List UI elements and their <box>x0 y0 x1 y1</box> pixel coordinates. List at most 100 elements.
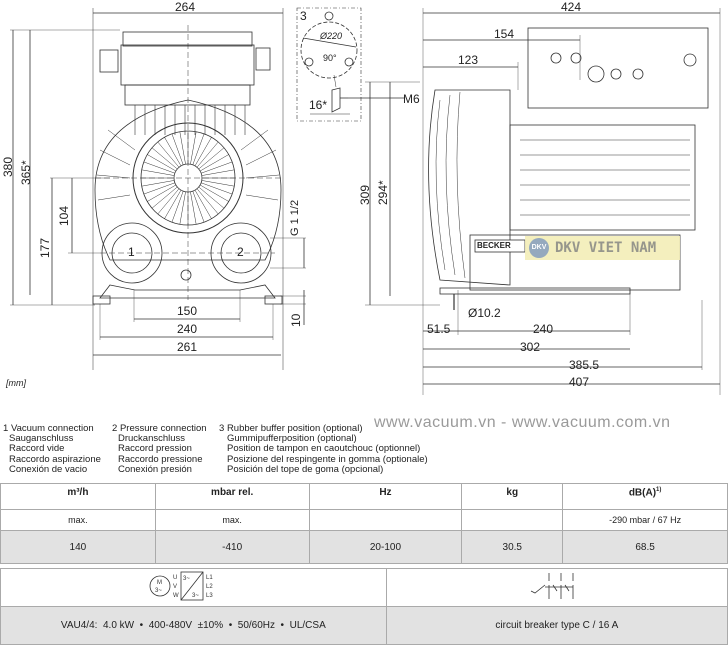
motor-phase: 3~ <box>155 588 162 594</box>
sub-weight <box>461 509 564 531</box>
legend-line: Raccordo pressione <box>118 453 203 465</box>
fan-spoke <box>196 141 219 168</box>
thread-g112: G 1 1/2 <box>289 199 301 236</box>
fan-spoke <box>151 147 178 170</box>
legend-line: Posizione del respingente in gomma (opti… <box>227 453 428 465</box>
spec-table: m³/h mbar rel. Hz kg dB(A)1) max. max. -… <box>0 483 728 564</box>
dim-123: 123 <box>458 53 479 67</box>
fan-spoke <box>199 184 229 202</box>
dkv-logo: DKV DKV VIET NAM <box>525 236 680 260</box>
header-noise: dB(A)1) <box>562 483 728 510</box>
fan-spoke <box>190 131 197 165</box>
legend-line: Pressure connection <box>119 423 207 434</box>
spec-subheader-row: max. max. -290 mbar / 67 Hz <box>0 509 728 531</box>
sub-frequency <box>308 509 463 531</box>
fan-spoke <box>147 184 177 202</box>
dim-302: 302 <box>520 340 541 354</box>
terminal-l1: L1 <box>206 575 213 581</box>
legend-line: Conexión presión <box>118 463 192 475</box>
dim-d10-2: Ø10.2 <box>468 306 501 320</box>
unit-label: [mm] <box>6 378 26 388</box>
dim-104: 104 <box>57 205 71 226</box>
fan-spoke <box>171 191 184 223</box>
footnote-marker: 1) <box>656 487 662 493</box>
legend-line: Druckanschluss <box>118 433 186 445</box>
legend-num: 2 <box>112 423 118 434</box>
spec-value-row: 140 -410 20-100 30.5 68.5 <box>0 530 728 564</box>
value-flow: 140 <box>0 530 156 564</box>
dim-424: 424 <box>561 0 582 14</box>
dkv-logo-mark: DKV <box>529 238 549 258</box>
legend-line: Raccordo aspirazione <box>9 453 101 465</box>
motor-symbol: M <box>157 580 162 586</box>
front-view-drawing <box>10 7 405 370</box>
dim-380: 380 <box>1 156 15 177</box>
legend-line: Position de tampon en caoutchouc (option… <box>227 443 421 455</box>
angle-90: 90° <box>323 53 337 63</box>
legend-line: Sauganschluss <box>9 433 74 445</box>
legend-line: Vacuum connection <box>10 423 94 434</box>
terminal-u: U <box>173 575 177 581</box>
fan-spoke <box>199 154 229 172</box>
fan-spoke <box>179 191 186 225</box>
fan-spoke <box>201 169 235 176</box>
fan-spoke <box>201 161 233 174</box>
motor-spec: VAU4/4: 4.0 kW • 400-480V ±10% • 50/60Hz… <box>0 606 387 645</box>
legend-2: 2 Pressure connection Druckanschluss Rac… <box>112 423 207 475</box>
fan-spoke <box>190 191 197 225</box>
fan-spoke <box>201 180 235 187</box>
value-frequency: 20-100 <box>308 530 463 564</box>
fan-spoke <box>143 182 175 195</box>
motor-wiring-cell: M 3~ U V W 3~ 3~ L1 L2 L3 <box>0 568 387 607</box>
legend-num: 3 <box>219 423 225 434</box>
fan-spoke <box>141 180 175 187</box>
fan-spoke <box>192 191 205 223</box>
becker-plate: BECKER <box>477 241 511 250</box>
legend-num: 1 <box>3 423 9 434</box>
dim-240: 240 <box>177 322 198 336</box>
dim-177: 177 <box>38 237 52 258</box>
header-weight: kg <box>461 483 564 510</box>
motor-wiring-diagram-icon: M 3~ U V W 3~ 3~ L1 L2 L3 <box>149 571 214 601</box>
watermark-url: www.vacuum.vn - www.vacuum.com.vn <box>374 414 671 431</box>
fan-spoke <box>179 131 186 165</box>
fan-spoke <box>198 147 225 170</box>
legend-line: Conexión de vacio <box>9 463 88 475</box>
fan-spoke <box>151 186 178 209</box>
terminal-w: W <box>173 593 179 599</box>
fan-spoke <box>192 133 205 165</box>
thread-m6: M6 <box>403 92 420 106</box>
breaker-symbol-cell <box>385 568 728 607</box>
dim-385-5: 385.5 <box>569 358 600 372</box>
dim-407: 407 <box>569 375 590 389</box>
fan-spoke <box>157 141 180 168</box>
header-pressure: mbar rel. <box>154 483 310 510</box>
sub-noise: -290 mbar / 67 Hz <box>562 509 728 531</box>
side-view-drawing <box>365 8 721 395</box>
buffer-detail-label: 3 <box>300 9 307 23</box>
fan-spoke <box>143 161 175 174</box>
dim-16: 16* <box>309 98 328 112</box>
fan-spoke <box>196 188 219 215</box>
legend-line: Gummipufferposition (optional) <box>227 433 357 445</box>
terminal-l3: L3 <box>206 593 213 599</box>
electrical-table: M 3~ U V W 3~ 3~ L1 L2 L3 VAU4/4: 4.0 kW… <box>0 568 728 645</box>
dim-154: 154 <box>494 27 515 41</box>
port-2-label: 2 <box>237 245 244 259</box>
fan-spoke <box>157 188 180 215</box>
fan-spoke <box>194 189 212 219</box>
sub-pressure: max. <box>154 509 310 531</box>
sub-flow: max. <box>0 509 156 531</box>
legend-3: 3 Rubber buffer position (optional) Gumm… <box>219 423 428 475</box>
dim-261: 261 <box>177 340 198 354</box>
fan-spoke <box>164 189 182 219</box>
breaker-spec: circuit breaker type C / 16 A <box>385 606 728 645</box>
legend-line: Rubber buffer position (optional) <box>226 423 363 434</box>
header-flow: m³/h <box>0 483 156 510</box>
fan-spoke <box>171 133 184 165</box>
fan-spoke <box>201 182 233 195</box>
electrical-diagram-row: M 3~ U V W 3~ 3~ L1 L2 L3 <box>0 568 728 607</box>
dim-150: 150 <box>177 304 198 318</box>
dim-51-5: 51.5 <box>427 322 451 336</box>
dim-365: 365* <box>19 160 33 185</box>
